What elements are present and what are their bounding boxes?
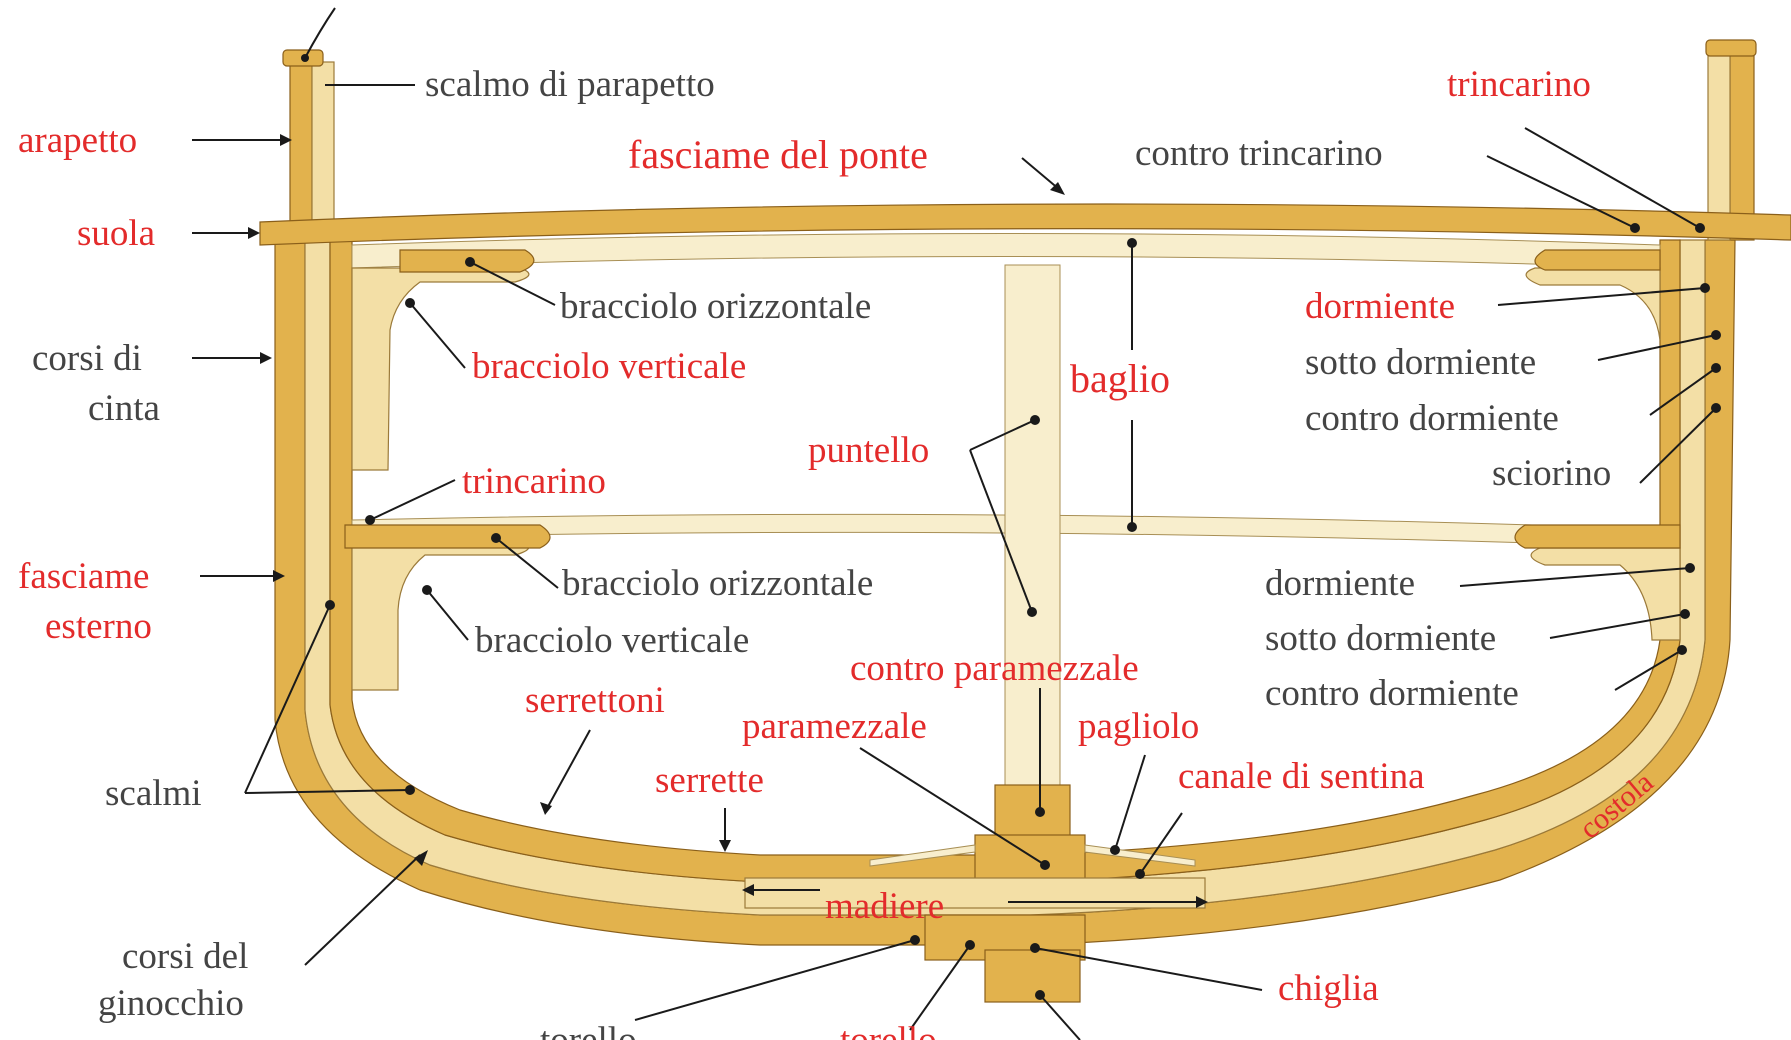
- label-madiere: madiere: [825, 886, 944, 927]
- label-contro-dormiente-low: contro dormiente: [1265, 673, 1519, 714]
- arrowheads: [248, 134, 1208, 908]
- label-baglio: baglio: [1070, 356, 1170, 401]
- floor-timber: [744, 877, 1206, 909]
- label-serrette: serrette: [655, 760, 764, 801]
- upper-deck-beam: [351, 233, 1661, 269]
- label-dormiente-low: dormiente: [1265, 563, 1415, 604]
- label-corsi-di-cinta-line1: corsi di: [32, 338, 142, 379]
- label-puntello: puntello: [808, 430, 929, 471]
- label-corsi-di-cinta-line2: cinta: [88, 388, 160, 429]
- label-chiglia: chiglia: [1278, 968, 1379, 1009]
- hull-structure: [259, 39, 1791, 1003]
- label-bracciolo-orizzontale-top: bracciolo orizzontale: [560, 286, 871, 327]
- right-rail-cap: [1705, 39, 1757, 57]
- label-paramezzale: paramezzale: [742, 706, 927, 747]
- label-fasciame-del-ponte: fasciame del ponte: [628, 132, 928, 177]
- label-contro-dormiente-top: contro dormiente: [1305, 398, 1559, 439]
- label-fasciame-esterno-line2: esterno: [45, 606, 152, 647]
- right-bulwark-frame: [1707, 49, 1731, 241]
- floorboard-left: [869, 844, 976, 867]
- upper-left-hanging-knee: [351, 267, 530, 471]
- label-sotto-dormiente-top: sotto dormiente: [1305, 342, 1536, 383]
- upper-right-lodging-knee: [1534, 249, 1661, 271]
- label-corsi-del-ginocchio-line1: corsi del: [122, 936, 248, 977]
- label-scalmo-di-parapetto: scalmo di parapetto: [425, 64, 715, 105]
- label-dormiente-top: dormiente: [1305, 286, 1455, 327]
- label-arapetto: arapetto: [18, 120, 137, 161]
- keel-lower: [984, 949, 1081, 1003]
- label-sotto-dormiente-low: sotto dormiente: [1265, 618, 1496, 659]
- contro-paramezzale-block: [994, 784, 1071, 841]
- label-bracciolo-verticale-top: bracciolo verticale: [472, 346, 746, 387]
- right-bulwark-planking: [1729, 49, 1755, 241]
- label-scalmi: scalmi: [105, 773, 202, 814]
- leader-dots: [301, 54, 1721, 1000]
- leader-lines: [192, 7, 1717, 1040]
- left-bulwark-planking: [289, 61, 313, 241]
- label-trincarino-mid: trincarino: [462, 461, 606, 502]
- label-fasciame-esterno-line1: fasciame: [18, 556, 149, 597]
- label-serrettoni: serrettoni: [525, 680, 665, 721]
- label-sciorino: sciorino: [1492, 453, 1611, 494]
- label-contro-trincarino: contro trincarino: [1135, 133, 1383, 174]
- ceiling-band: [329, 239, 1681, 883]
- upper-right-hanging-knee: [1525, 267, 1661, 341]
- left-bulwark-frame: [311, 61, 335, 241]
- label-trincarino-top: trincarino: [1447, 64, 1591, 105]
- lower-left-hanging-knee: [351, 539, 530, 691]
- label-contro-paramezzale: contro paramezzale: [850, 648, 1139, 689]
- lower-right-lodging-knee: [1514, 524, 1681, 549]
- label-partial-bottom-left: torello: [540, 1020, 637, 1040]
- label-suola: suola: [77, 213, 155, 254]
- pillar: [1004, 264, 1061, 786]
- label-canale-di-sentina: canale di sentina: [1178, 756, 1425, 797]
- lower-right-hanging-knee: [1530, 547, 1681, 641]
- deck-planking: [259, 203, 1791, 246]
- label-bracciolo-verticale-low: bracciolo verticale: [475, 620, 749, 661]
- label-corsi-del-ginocchio-line2: ginocchio: [98, 983, 244, 1024]
- label-pagliolo: pagliolo: [1078, 706, 1199, 747]
- label-partial-bottom-center: torello: [840, 1020, 937, 1040]
- lower-left-lodging-knee: [344, 524, 551, 549]
- label-bracciolo-orizzontale-low: bracciolo orizzontale: [562, 563, 873, 604]
